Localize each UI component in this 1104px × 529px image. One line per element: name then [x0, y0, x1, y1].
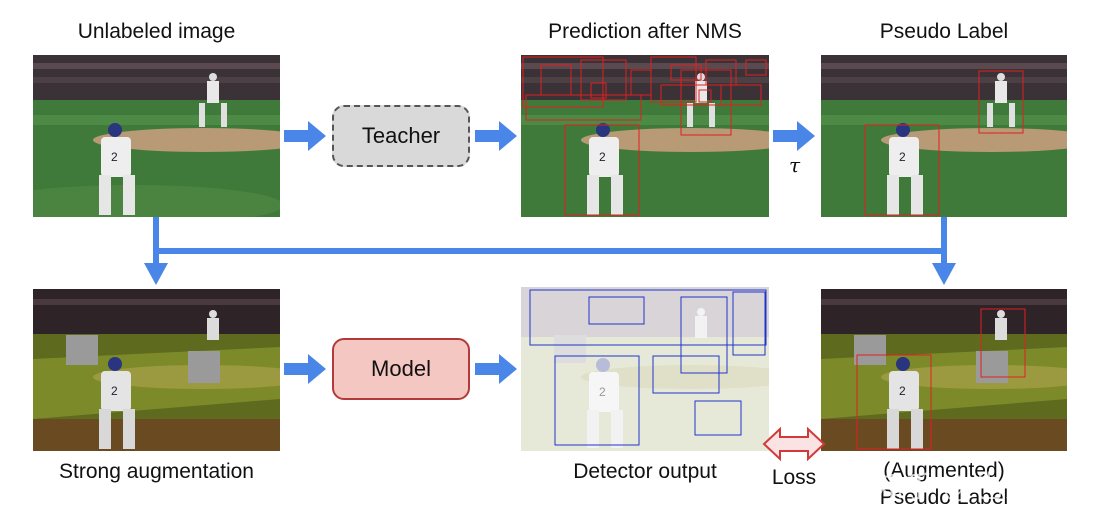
svg-text:2: 2: [899, 150, 906, 164]
strong-augmentation-image: 2: [33, 289, 280, 451]
unlabeled-image-label: Unlabeled image: [77, 20, 236, 43]
prediction-after-nms-label: Prediction after NMS: [548, 20, 742, 43]
watermark: 知乎 @也鼠人: [874, 471, 1063, 504]
svg-text:2: 2: [111, 150, 118, 164]
strong-augmentation-label: Strong augmentation: [59, 460, 254, 483]
pseudo-label-image: 2: [821, 55, 1067, 217]
model-node: Model: [332, 338, 470, 400]
svg-text:2: 2: [899, 384, 906, 398]
svg-text:2: 2: [599, 385, 606, 399]
arrow-image-to-teacher: [284, 121, 326, 151]
arrow-model-to-detector: [475, 354, 517, 384]
detector-output-label: Detector output: [573, 460, 717, 483]
augmented-label-line1: (Augmented): [883, 459, 1005, 482]
arrow-augmentation-to-model: [284, 354, 326, 384]
teacher-node: Teacher: [332, 105, 470, 167]
connector-bracket: [144, 217, 956, 285]
detector-output-image: 2: [521, 287, 769, 451]
loss-label: Loss: [771, 466, 817, 489]
unlabeled-image: 2: [33, 55, 280, 217]
svg-text:2: 2: [111, 384, 118, 398]
svg-text:2: 2: [599, 150, 606, 164]
augmented-pseudo-label-image: 2: [821, 289, 1067, 451]
threshold-tau-label: τ: [789, 153, 801, 177]
augmented-label-line2: Pseudo Label: [879, 486, 1009, 509]
arrow-teacher-to-prediction: [475, 121, 517, 151]
arrow-prediction-to-pseudo: [773, 121, 815, 151]
loss-double-arrow: [762, 427, 826, 461]
pseudo-label-label: Pseudo Label: [879, 20, 1009, 43]
prediction-after-nms-image: 2: [521, 55, 769, 217]
